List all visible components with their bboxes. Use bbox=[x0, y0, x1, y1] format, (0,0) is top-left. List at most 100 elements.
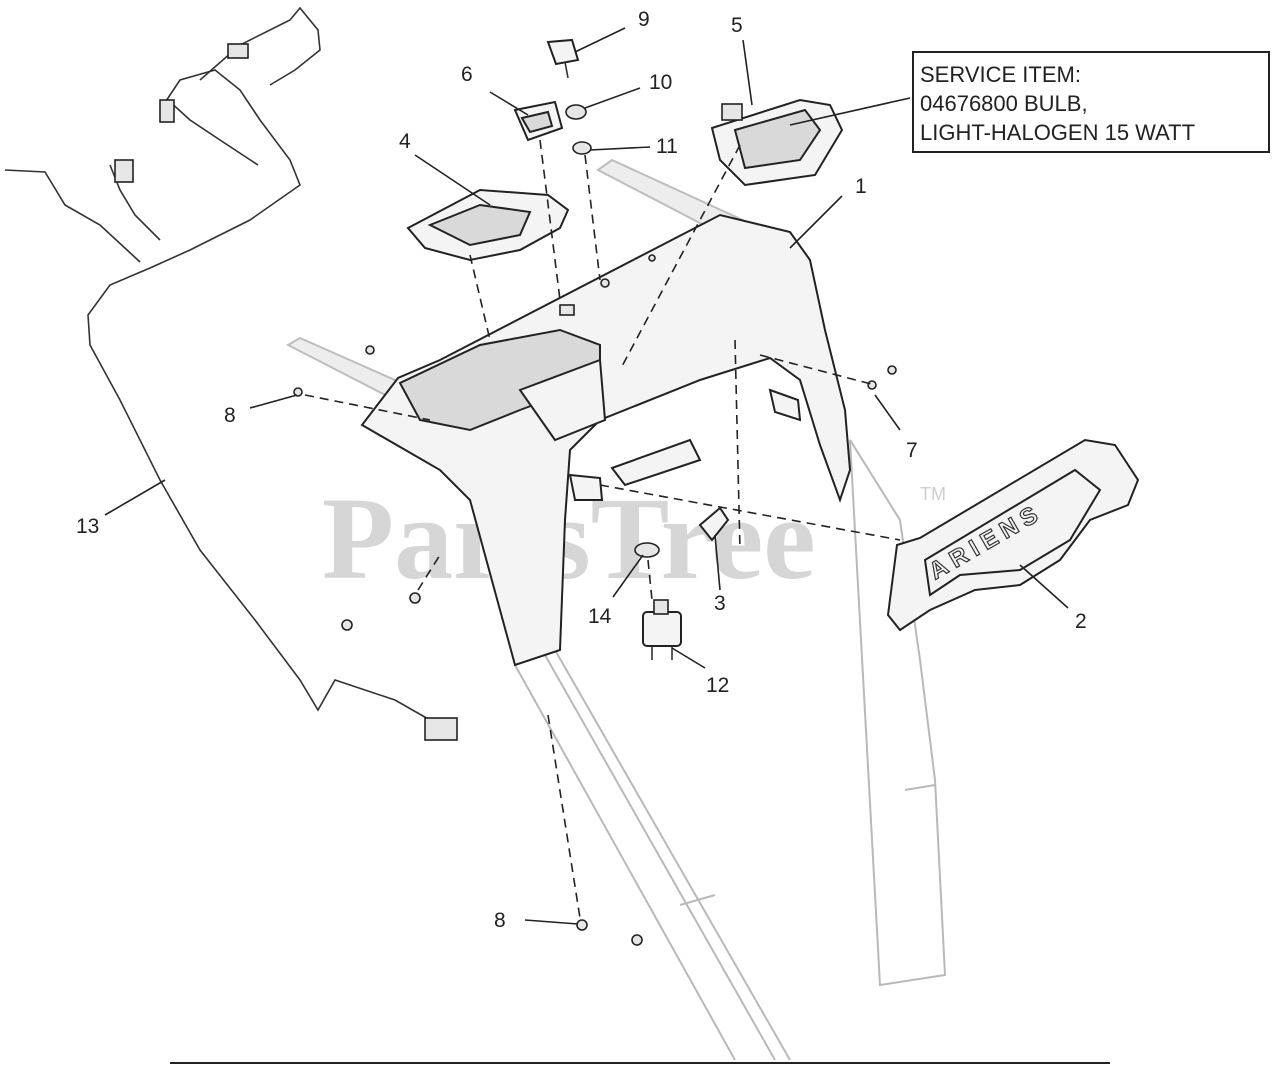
service-item-line-2: 04676800 BULB, bbox=[920, 91, 1088, 116]
dash-14-12 bbox=[647, 559, 653, 601]
o-ring bbox=[634, 542, 660, 558]
ignition-switch-body bbox=[642, 611, 682, 647]
switch-housing bbox=[518, 358, 607, 442]
callout-9: 9 bbox=[638, 8, 650, 31]
watermark: PartsTree TM bbox=[322, 473, 946, 604]
leader-9 bbox=[574, 27, 626, 53]
console-body bbox=[360, 213, 852, 667]
console-hole bbox=[600, 278, 610, 288]
leader-11 bbox=[589, 146, 651, 151]
washer bbox=[572, 141, 592, 155]
dash-3 bbox=[734, 339, 741, 551]
ignition-switch bbox=[642, 599, 682, 660]
console-slot bbox=[559, 304, 575, 316]
callouts: 1 2 3 4 5 6 7 8 8 9 10 11 12 13 14 bbox=[76, 8, 1087, 932]
callout-2: 2 bbox=[1075, 610, 1087, 633]
leader-10 bbox=[584, 87, 641, 109]
watermark-text: PartsTree bbox=[322, 473, 816, 604]
callout-8-top: 8 bbox=[224, 404, 236, 427]
harness-main bbox=[87, 69, 431, 721]
callout-6: 6 bbox=[461, 63, 473, 86]
left-tube-edge-c bbox=[554, 649, 791, 1061]
leader-8-top bbox=[249, 394, 298, 409]
callout-14: 14 bbox=[588, 605, 612, 628]
screw-left-1 bbox=[409, 592, 421, 604]
service-item-line-3: LIGHT-HALOGEN 15 WATT bbox=[920, 120, 1195, 145]
dash-6 bbox=[539, 139, 561, 301]
headlight-lens bbox=[733, 108, 822, 170]
leader-14 bbox=[612, 554, 644, 598]
harness-plug-top bbox=[227, 43, 249, 59]
nut bbox=[565, 104, 587, 120]
service-item-line-1: SERVICE ITEM: bbox=[920, 62, 1081, 87]
dash-8-top bbox=[304, 394, 431, 421]
rear-cover-inset bbox=[923, 468, 1102, 597]
leader-3 bbox=[714, 534, 721, 591]
screw-8-top bbox=[293, 387, 303, 397]
switch-rocker bbox=[520, 110, 554, 134]
screw-bottom-2 bbox=[631, 934, 643, 946]
callout-11: 11 bbox=[656, 135, 678, 158]
screw-top-center bbox=[648, 254, 656, 262]
callout-12: 12 bbox=[706, 674, 729, 697]
dash-4 bbox=[469, 254, 491, 341]
leader-1 bbox=[789, 195, 843, 249]
leader-4 bbox=[414, 154, 491, 206]
rear-cover-panel: ARIENS bbox=[886, 438, 1140, 632]
leader-5 bbox=[742, 39, 753, 106]
screw-7b bbox=[887, 365, 897, 375]
leader-8-bottom bbox=[524, 919, 579, 925]
right-tube bbox=[849, 439, 947, 987]
ignition-switch-pins bbox=[651, 646, 673, 660]
harness-plug-left bbox=[114, 159, 134, 183]
leader-service bbox=[789, 97, 911, 126]
leader-2 bbox=[1019, 564, 1069, 609]
left-tube-joint bbox=[679, 894, 716, 906]
harness-branch-mid bbox=[167, 99, 259, 166]
right-tube-joint bbox=[904, 784, 936, 791]
service-item-box: SERVICE ITEM: 04676800 BULB, LIGHT-HALOG… bbox=[912, 51, 1270, 153]
left-clamp bbox=[568, 473, 604, 501]
assembly-lines bbox=[304, 139, 901, 919]
leader-6 bbox=[489, 91, 529, 116]
callout-8-bottom: 8 bbox=[494, 909, 506, 932]
harness-branch-top bbox=[199, 6, 321, 86]
callout-7: 7 bbox=[906, 439, 918, 462]
service-item-frame bbox=[912, 51, 1270, 153]
watermark-tm: TM bbox=[920, 484, 946, 504]
screw-8-bottom bbox=[576, 919, 588, 931]
leader-12 bbox=[671, 647, 706, 669]
callout-4: 4 bbox=[399, 130, 411, 153]
dash-2 bbox=[599, 484, 901, 541]
cover-plate bbox=[698, 506, 730, 542]
screw-7 bbox=[867, 380, 877, 390]
headlight bbox=[710, 98, 844, 187]
control-cover bbox=[406, 188, 570, 262]
leader-7 bbox=[874, 394, 901, 431]
dash-left-screw bbox=[417, 554, 441, 591]
screw-top-left bbox=[365, 345, 375, 355]
rocker-switch bbox=[513, 100, 564, 142]
callout-3: 3 bbox=[714, 592, 726, 615]
wiring-harness bbox=[4, 6, 458, 741]
harness-plug-mid bbox=[159, 99, 175, 123]
ignition-switch-top bbox=[653, 599, 669, 615]
dash-7 bbox=[759, 354, 876, 386]
right-clamp bbox=[768, 388, 802, 422]
left-tube-edge-b bbox=[544, 654, 776, 1061]
harness-end-connector bbox=[424, 717, 458, 741]
ignition-key-stem bbox=[564, 61, 569, 79]
leader-13 bbox=[104, 479, 166, 516]
headlight-bracket bbox=[610, 438, 702, 487]
left-tube-edge-a bbox=[514, 664, 736, 1061]
dash-10-11 bbox=[584, 154, 601, 281]
leader-lines bbox=[104, 27, 1069, 925]
callout-10: 10 bbox=[649, 71, 672, 94]
callout-5: 5 bbox=[731, 14, 743, 37]
ignition-key bbox=[546, 38, 580, 66]
screw-left-2 bbox=[341, 619, 353, 631]
callout-13: 13 bbox=[76, 515, 99, 538]
dash-8-bottom bbox=[547, 714, 581, 919]
callout-1: 1 bbox=[855, 175, 867, 198]
